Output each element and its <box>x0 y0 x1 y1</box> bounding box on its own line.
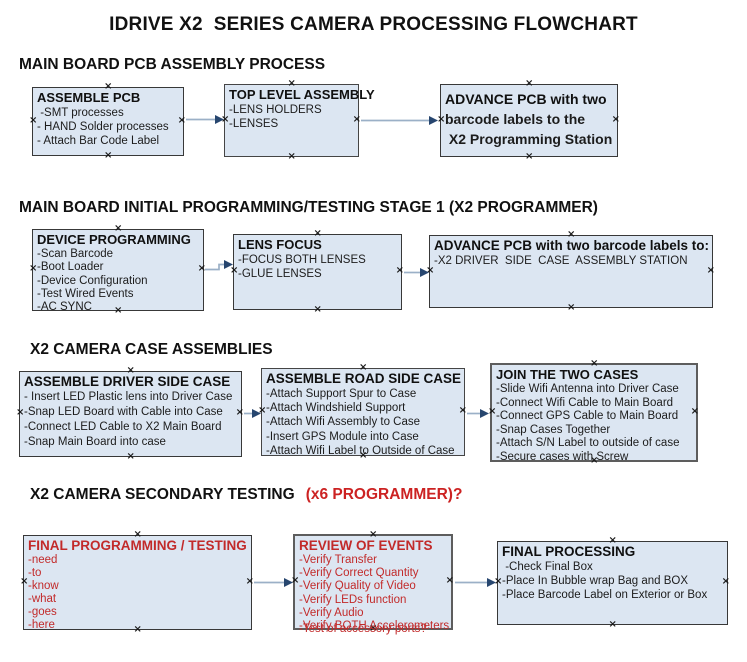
box-item: - HAND Solder processes <box>37 121 169 133</box>
flow-box-assemble-road-side-case[interactable]: ASSEMBLE ROAD SIDE CASE -Attach Support … <box>258 363 467 461</box>
box-item: -Attach Support Spur to Case <box>266 388 417 400</box>
box-title: FINAL PROCESSING <box>502 544 636 559</box>
box-item: -AC SYNC <box>37 301 92 314</box>
flow-box-assemble-pcb[interactable]: ASSEMBLE PCB -SMT processes - HAND Solde… <box>29 82 186 161</box>
section-heading-black-part: X2 CAMERA SECONDARY TESTING <box>30 486 295 503</box>
box-item: -Verify LEDs function <box>299 593 407 606</box>
box-title: ASSEMBLE PCB <box>37 90 141 105</box>
box-item: - Insert LED Plastic lens into Driver Ca… <box>24 391 233 403</box>
anchor-handle-icon: × <box>525 151 534 162</box>
section-heading-initial-programming: MAIN BOARD INITIAL PROGRAMMING/TESTING S… <box>19 199 598 216</box>
connector-arrow-driver-case-to-road-case[interactable] <box>244 409 261 418</box>
box-item: -Place In Bubble wrap Bag and BOX <box>502 575 689 587</box>
box-item: -LENS HOLDERS <box>229 104 322 116</box>
box-item: -Snap LED Board with Cable into Case <box>24 406 223 418</box>
box-item: -Scan Barcode <box>37 248 114 260</box>
page-title: IDRIVE X2 SERIES CAMERA PROCESSING FLOWC… <box>109 14 638 35</box>
flow-box-top-level-assembly[interactable]: TOP LEVEL ASSEMBLY -LENS HOLDERS -LENSES… <box>221 79 375 162</box>
box-item: -here <box>28 619 55 632</box>
box-item: -FOCUS BOTH LENSES <box>238 254 366 266</box>
box-item: -Secure cases with Screw <box>496 450 629 463</box>
box-item: -X2 DRIVER SIDE CASE ASSEMBLY STATION <box>434 255 688 267</box>
box-item: barcode labels to the <box>445 111 586 127</box>
box-item: -Verify Audio <box>299 606 364 619</box>
flow-box-final-processing[interactable]: FINAL PROCESSING -Check Final Box -Place… <box>494 536 730 630</box>
box-item: -SMT processes <box>37 107 124 119</box>
anchor-handle-icon: × <box>287 151 296 162</box>
box-title: ASSEMBLE ROAD SIDE CASE <box>266 371 462 386</box>
flow-box-assemble-driver-side-case[interactable]: ASSEMBLE DRIVER SIDE CASE - Insert LED P… <box>16 366 244 462</box>
box-item: -Device Configuration <box>37 274 148 287</box>
anchor-handle-icon: × <box>104 150 113 161</box>
box-item: -Test Wired Events <box>37 287 134 300</box>
flow-box-lens-focus[interactable]: LENS FOCUS -FOCUS BOTH LENSES -GLUE LENS… <box>230 229 404 315</box>
box-item: X2 Programming Station <box>445 131 613 147</box>
flow-box-advance-pcb-to-case-assembly-station[interactable]: ADVANCE PCB with two barcode labels to: … <box>426 230 715 313</box>
box-item: -to <box>28 567 42 580</box>
connector-arrow-review-to-final-processing[interactable] <box>455 578 496 587</box>
flow-box-final-programming-testing[interactable]: FINAL PROGRAMMING / TESTING -need -to -k… <box>20 530 254 635</box>
box-title: LENS FOCUS <box>238 237 322 252</box>
connector-arrow-final-programming-to-review[interactable] <box>254 578 293 587</box>
anchor-handle-icon: × <box>525 78 534 89</box>
anchor-handle-icon: × <box>126 451 135 462</box>
box-item: -Attach Windshield Support <box>266 402 406 415</box>
box-item: -Snap Main Board into case <box>24 436 166 448</box>
connector-arrow-device-programming-to-lens-focus[interactable] <box>205 260 233 271</box>
box-title: FINAL PROGRAMMING / TESTING <box>28 538 247 553</box>
box-title: TOP LEVEL ASSEMBLY <box>229 87 375 102</box>
box-item: -Attach S/N Label to outside of case <box>496 437 680 450</box>
box-item: -Verify Transfer <box>299 554 377 566</box>
flow-box-device-programming[interactable]: DEVICE PROGRAMMING -Scan Barcode -Boot L… <box>29 224 206 316</box>
flow-box-review-of-events[interactable]: REVIEW OF EVENTS -Verify Transfer -Verif… <box>291 530 454 635</box>
box-item: -Slide Wifi Antenna into Driver Case <box>496 383 679 395</box>
box-item-overflowing: -Test of accessory ports? <box>299 622 427 635</box>
box-item: -Place Barcode Label on Exterior or Box <box>502 589 708 601</box>
box-item: - Attach Bar Code Label <box>37 135 160 147</box>
box-item: -Attach Wifi Label to Outside of Case <box>266 444 455 457</box>
anchor-handle-icon: × <box>608 619 617 630</box>
box-item: -Connect LED Cable to X2 Main Board <box>24 421 222 433</box>
box-item: -Verify Correct Quantity <box>299 567 419 580</box>
box-item: -what <box>28 593 57 606</box>
box-title: REVIEW OF EVENTS <box>299 538 433 553</box>
box-item: -know <box>28 580 59 593</box>
connector-arrow-road-case-to-join-cases[interactable] <box>467 409 489 418</box>
connector-arrow-lens-focus-to-advance[interactable] <box>404 268 429 277</box>
anchor-handle-icon: × <box>313 304 322 315</box>
box-item: -Connect Wifi Cable to Main Board <box>496 396 674 409</box>
connector-arrow-top-level-to-advance[interactable] <box>361 116 438 125</box>
box-item: -GLUE LENSES <box>238 268 322 280</box>
anchor-handle-icon: × <box>567 302 576 313</box>
section-heading-case-assemblies: X2 CAMERA CASE ASSEMBLIES <box>30 341 273 358</box>
section-heading-red-part: (x6 PROGRAMMER)? <box>305 486 463 503</box>
flow-box-join-the-two-cases[interactable]: JOIN THE TWO CASES -Slide Wifi Antenna i… <box>488 359 699 466</box>
flow-box-advance-pcb-to-programming-station[interactable]: ADVANCE PCB with two barcode labels to t… <box>437 79 620 162</box>
box-item: -Insert GPS Module into Case <box>266 430 419 443</box>
box-item: -Connect GPS Cable to Main Board <box>496 410 679 423</box>
box-item: -Attach Wifi Assembly to Case <box>266 416 421 429</box>
box-item: -Verify BOTH Accelerometers <box>299 620 450 633</box>
section-heading-pcb-assembly: MAIN BOARD PCB ASSEMBLY PROCESS <box>19 56 326 73</box>
box-item: -Boot Loader <box>37 261 104 274</box>
box-item: -Verify Quality of Video <box>299 580 416 593</box>
box-item: -need <box>28 554 58 566</box>
box-title: ADVANCE PCB with two <box>445 91 607 107</box>
box-title: JOIN THE TWO CASES <box>496 367 639 382</box>
box-item: -goes <box>28 606 57 619</box>
box-title: ASSEMBLE DRIVER SIDE CASE <box>24 374 231 389</box>
connector-arrow-pcb-to-top-level[interactable] <box>186 115 224 124</box>
box-item: -LENSES <box>229 118 279 130</box>
box-title: DEVICE PROGRAMMING <box>37 232 191 247</box>
box-item: -Check Final Box <box>502 561 593 573</box>
box-item: -Snap Cases Together <box>496 423 611 436</box>
box-title: ADVANCE PCB with two barcode labels to: <box>434 238 710 253</box>
section-heading-secondary-testing: X2 CAMERA SECONDARY TESTING (x6 PROGRAMME… <box>30 486 462 504</box>
